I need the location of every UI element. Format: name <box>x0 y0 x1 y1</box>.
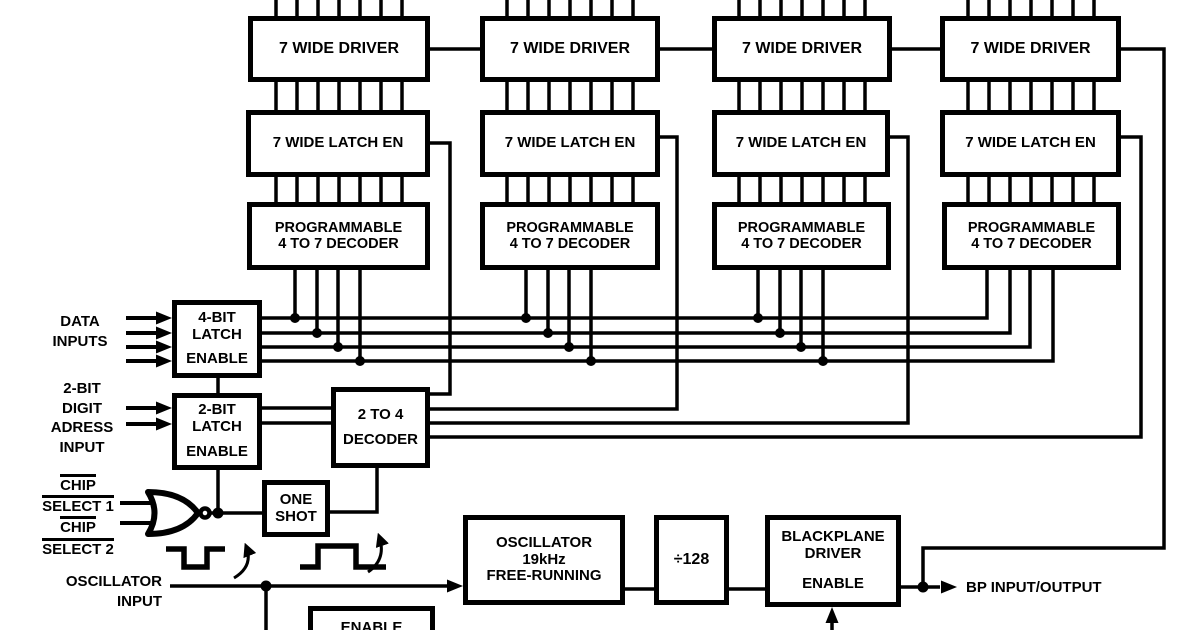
chip-select-2-word2: SELECT 2 <box>26 537 130 559</box>
enable-box-label: ENABLE <box>340 619 403 630</box>
data-input-arrows <box>126 311 172 431</box>
backplane-line1: BLACKPLANE <box>781 528 885 546</box>
four-bit-latch-line2: LATCH <box>192 325 242 343</box>
driver-label: 7 WIDE DRIVER <box>741 40 862 58</box>
latch-label: 7 WIDE LATCH EN <box>504 134 636 152</box>
driver-label: 7 WIDE DRIVER <box>509 40 630 58</box>
enable-box: ENABLE <box>308 606 435 630</box>
latch-box-1: 7 WIDE LATCH EN <box>246 110 430 177</box>
oscillator-line2: 19kHz <box>522 550 566 568</box>
curved-arrow-2 <box>367 532 389 574</box>
digit-address-label: 2-BIT DIGIT ADRESS INPUT <box>50 380 114 456</box>
decoder-label-line1: PROGRAMMABLE <box>967 219 1096 236</box>
segment-bus-lines <box>274 0 1096 206</box>
driver-box-4: 7 WIDE DRIVER <box>940 16 1121 82</box>
oscillator-input-label: OSCILLATOR INPUT <box>65 573 162 610</box>
one-shot-line2: SHOT <box>275 507 317 525</box>
chip-select-2-word1: CHIP <box>26 516 130 537</box>
curved-arrow-1 <box>233 542 257 580</box>
latch-enable-lines <box>426 135 1143 439</box>
divide-by-128-label: ÷128 <box>673 551 710 569</box>
decoder-label-line1: PROGRAMMABLE <box>274 219 403 236</box>
chip-select-1-word1: CHIP <box>26 474 130 495</box>
decoder-label-line2: 4 TO 7 DECODER <box>971 236 1092 252</box>
decoder-label-line2: 4 TO 7 DECODER <box>509 236 631 252</box>
chip-select-1-word2: SELECT 1 <box>26 495 130 516</box>
low-pulse-waveform <box>166 546 225 570</box>
decoder-label-line2: 4 TO 7 DECODER <box>278 236 399 252</box>
decoder-box-1: PROGRAMMABLE 4 TO 7 DECODER <box>247 202 430 270</box>
driver-label: 7 WIDE DRIVER <box>970 40 1091 58</box>
oscillator-line3: FREE-RUNNING <box>486 567 602 585</box>
driver-label: 7 WIDE DRIVER <box>278 40 399 58</box>
data-inputs-label: DATA INPUTS <box>52 313 108 350</box>
oscillator-box: OSCILLATOR 19kHz FREE-RUNNING <box>463 515 625 605</box>
two-to-four-decoder-box: 2 TO 4 DECODER <box>331 387 430 468</box>
nor-gate <box>120 489 264 537</box>
latch-label: 7 WIDE LATCH EN <box>272 134 404 152</box>
latch-box-4: 7 WIDE LATCH EN <box>940 110 1121 177</box>
one-shot-line1: ONE <box>279 490 313 508</box>
decoder-label-line1: PROGRAMMABLE <box>506 219 634 236</box>
data-bus-lines <box>258 268 1055 363</box>
decoder-box-4: PROGRAMMABLE 4 TO 7 DECODER <box>942 202 1121 270</box>
two-bit-latch-box: 2-BIT LATCH ENABLE <box>172 393 262 470</box>
two-to-four-line2: DECODER <box>342 430 418 448</box>
decoder-label-line2: 4 TO 7 DECODER <box>741 236 862 252</box>
four-bit-latch-line3: ENABLE <box>186 350 248 368</box>
chip-select-labels: CHIP SELECT 1 CHIP SELECT 2 <box>26 474 130 559</box>
two-to-four-line1: 2 TO 4 <box>357 405 404 423</box>
decoder-label-line1: PROGRAMMABLE <box>737 219 866 236</box>
oscillator-line1: OSCILLATOR <box>495 533 593 551</box>
latch-interconnect <box>216 376 333 513</box>
four-bit-latch-line1: 4-BIT <box>198 308 236 326</box>
two-bit-latch-line3: ENABLE <box>186 442 248 460</box>
high-pulse-waveform <box>300 543 386 570</box>
divide-by-128-box: ÷128 <box>654 515 729 605</box>
two-bit-latch-line2: LATCH <box>192 418 242 436</box>
driver-box-1: 7 WIDE DRIVER <box>248 16 430 82</box>
four-bit-latch-box: 4-BIT LATCH ENABLE <box>172 300 262 378</box>
one-shot-box: ONE SHOT <box>262 480 330 537</box>
latch-label: 7 WIDE LATCH EN <box>735 134 867 152</box>
driver-box-2: 7 WIDE DRIVER <box>480 16 660 82</box>
latch-box-2: 7 WIDE LATCH EN <box>480 110 660 177</box>
decoder-box-3: PROGRAMMABLE 4 TO 7 DECODER <box>712 202 891 270</box>
backplane-line3: ENABLE <box>802 574 864 592</box>
driver-chain-and-bp-loop <box>428 47 1166 590</box>
chain-arrowheads <box>447 579 957 623</box>
decoder-box-2: PROGRAMMABLE 4 TO 7 DECODER <box>480 202 660 270</box>
backplane-line2: DRIVER <box>804 545 862 563</box>
latch-box-3: 7 WIDE LATCH EN <box>712 110 890 177</box>
driver-box-3: 7 WIDE DRIVER <box>712 16 892 82</box>
backplane-driver-box: BLACKPLANE DRIVER ENABLE <box>765 515 901 607</box>
latch-label: 7 WIDE LATCH EN <box>965 134 1096 152</box>
one-shot-wires <box>328 466 379 514</box>
bp-input-output-label: BP INPUT/OUTPUT <box>966 579 1102 596</box>
two-bit-latch-line1: 2-BIT <box>198 401 236 419</box>
